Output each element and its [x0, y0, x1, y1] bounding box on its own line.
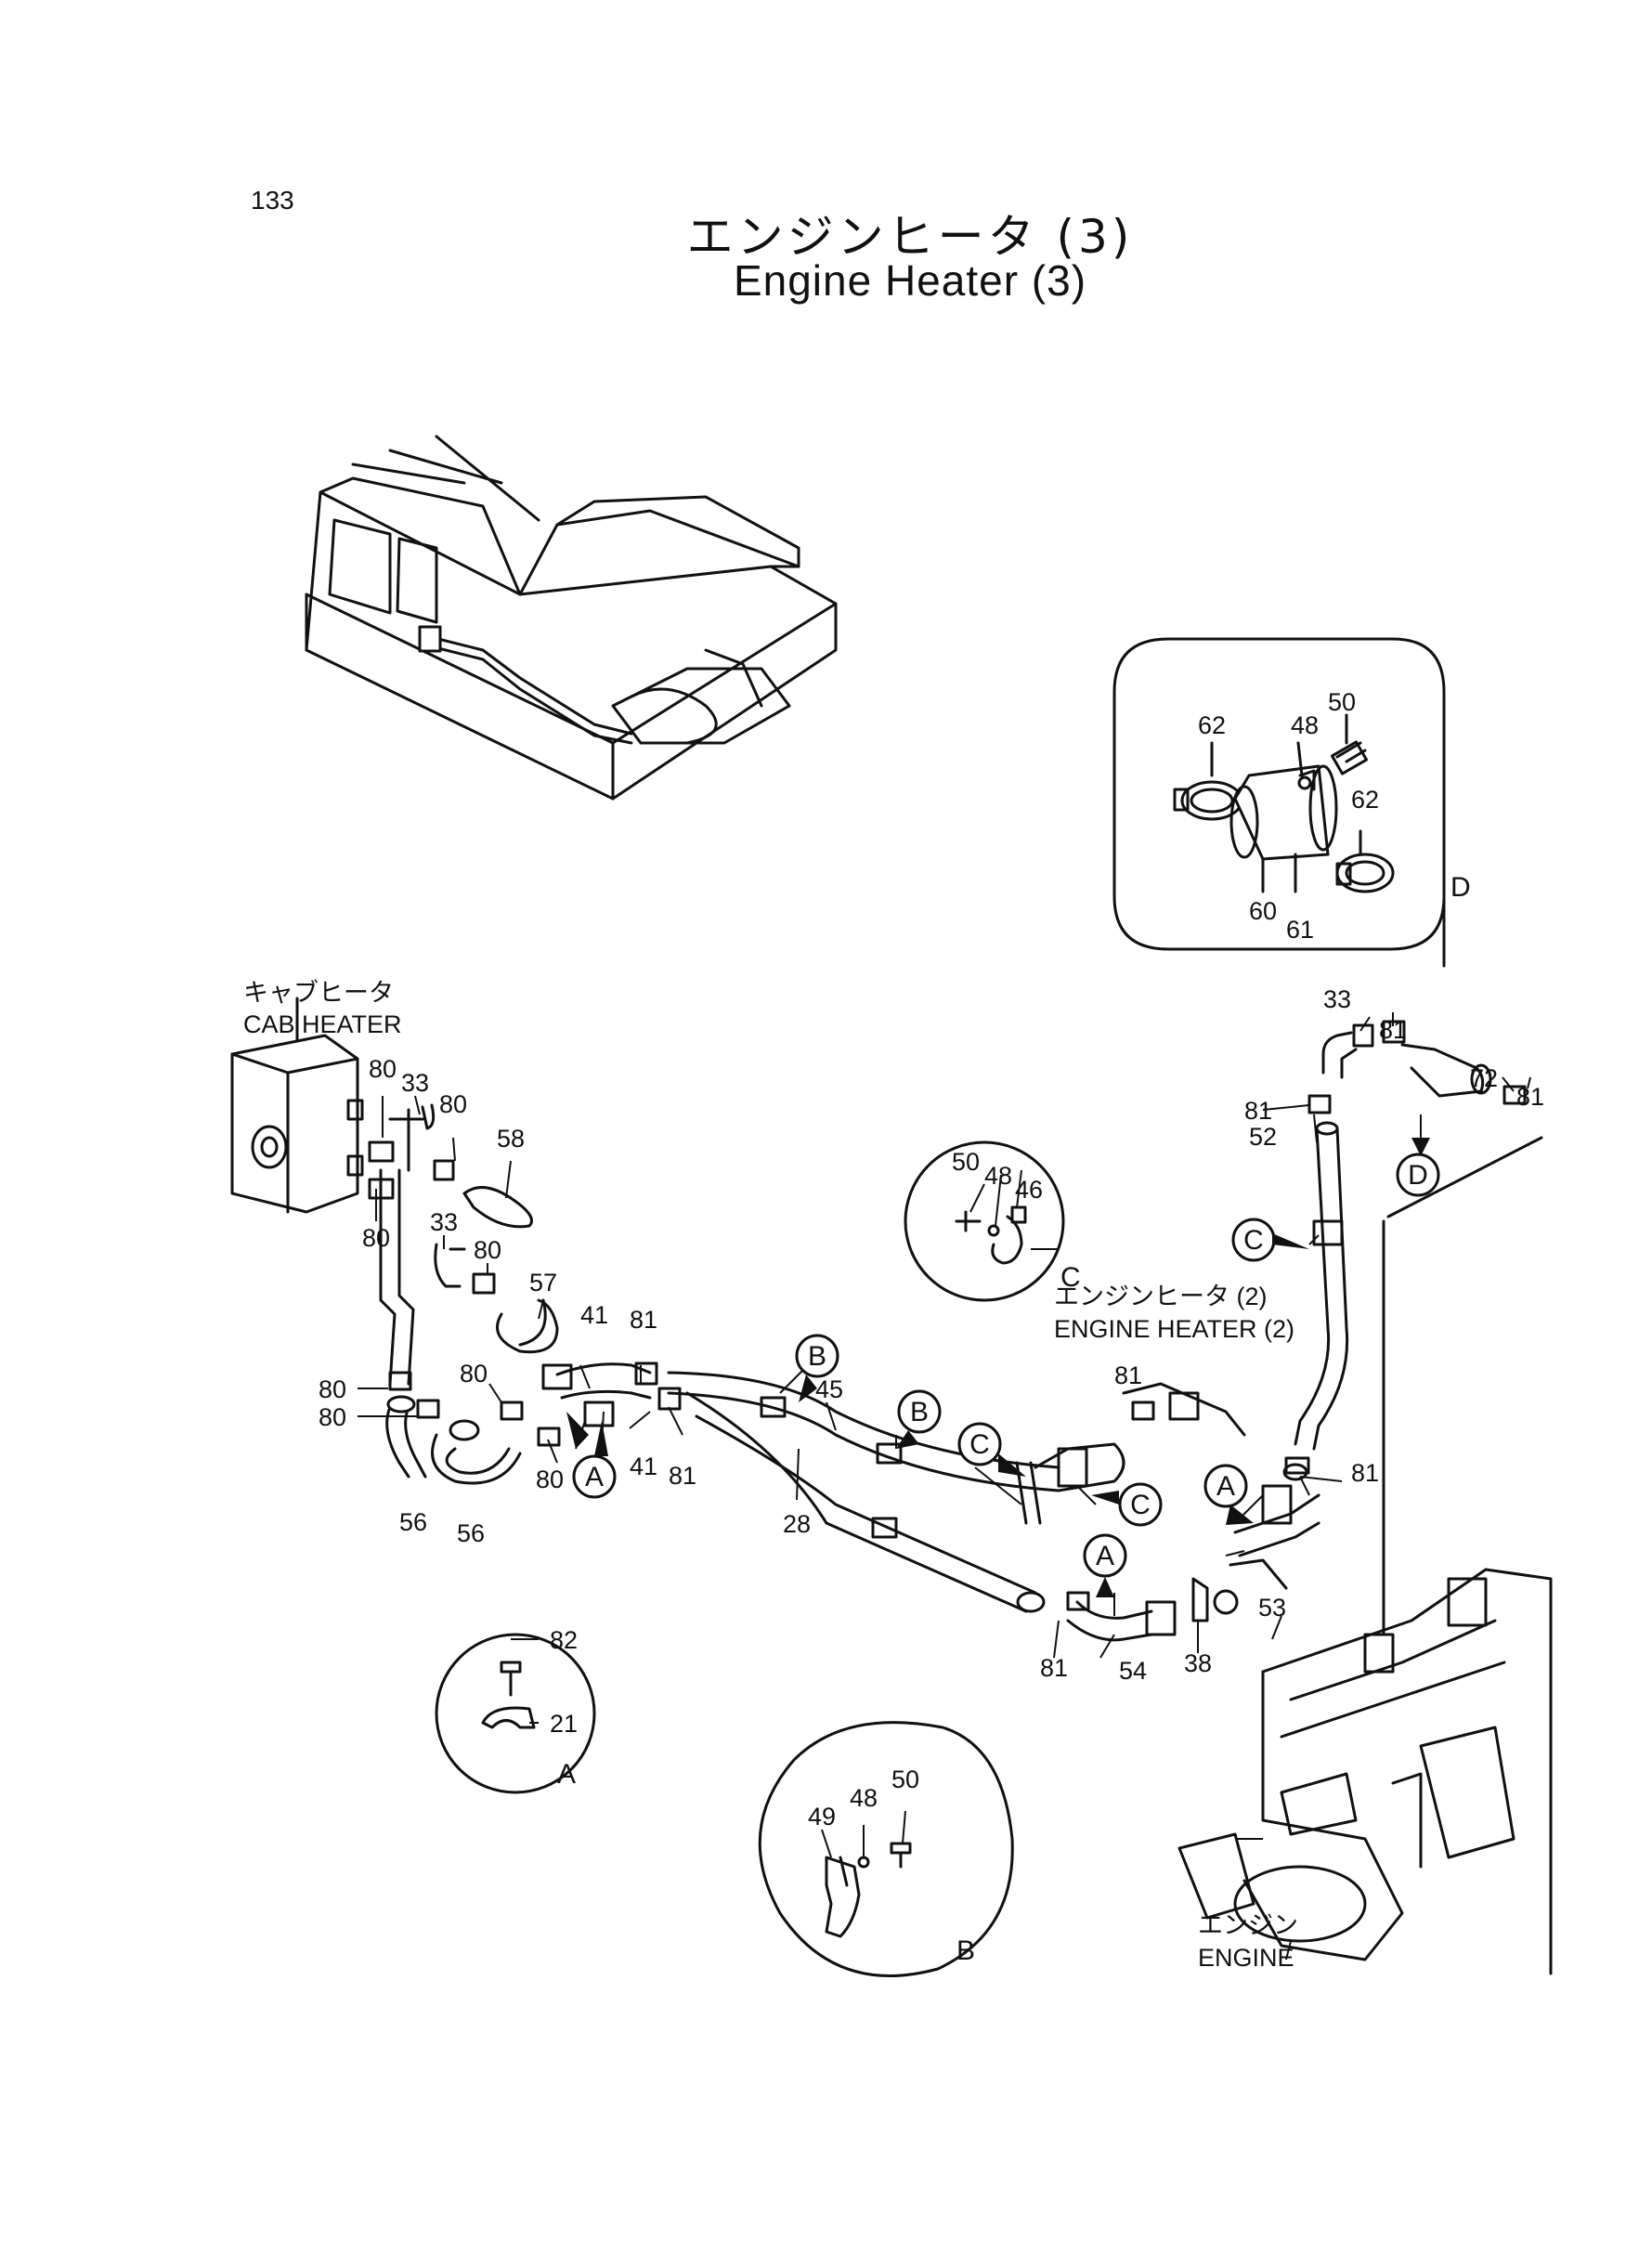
part-number: 38	[1184, 1649, 1212, 1677]
engine-illustration	[1177, 1568, 1553, 1975]
part-number: 80	[474, 1236, 501, 1264]
part-number: 48	[1291, 711, 1319, 739]
part-number: 33	[401, 1069, 429, 1097]
engine-heater2-label-jp: エンジンヒータ (2)	[1054, 1283, 1268, 1310]
part-number: 80	[362, 1224, 390, 1252]
part-number: 80	[460, 1360, 488, 1388]
part-number: 81	[1040, 1654, 1068, 1682]
callout-d	[1396, 1153, 1440, 1197]
callout-b-right	[897, 1389, 942, 1434]
part-number: 53	[1258, 1594, 1286, 1622]
cab-heater-unit	[230, 997, 364, 1214]
part-number: 41	[630, 1453, 657, 1480]
excavator-overview-illustration	[305, 435, 838, 801]
part-number: 62	[1351, 786, 1379, 814]
detail-view-c	[904, 1140, 1065, 1302]
part-number: 50	[1328, 688, 1356, 716]
callout-label: C	[1243, 1225, 1264, 1256]
part-number: 82	[550, 1626, 578, 1654]
detail-letter-c: C	[1060, 1262, 1081, 1293]
callout-label: C	[1130, 1490, 1151, 1520]
part-number: 80	[319, 1403, 346, 1431]
page-title-japanese: エンジンヒータ (3)	[686, 210, 1134, 264]
part-number: 28	[783, 1510, 811, 1538]
part-number: 57	[529, 1269, 557, 1296]
callout-label: B	[910, 1397, 929, 1427]
part-number: 56	[457, 1519, 485, 1547]
part-number: 49	[808, 1803, 836, 1831]
part-number: 80	[439, 1090, 467, 1118]
part-number: 45	[815, 1375, 843, 1403]
cab-heater-label-en: CAB HEATER	[243, 1010, 402, 1038]
part-number: 72	[1470, 1064, 1498, 1092]
hose-assembly-right	[1294, 1020, 1543, 1636]
detail-view-d	[1112, 637, 1446, 968]
engine-label-en: ENGINE	[1198, 1944, 1294, 1972]
part-number: 80	[369, 1055, 397, 1083]
cab-heater-label-jp: キャブヒータ	[243, 979, 394, 1007]
part-number: 81	[1351, 1459, 1379, 1487]
part-number: 41	[580, 1301, 608, 1329]
engine-label-jp: エンジン	[1198, 1911, 1298, 1939]
engine-heater2-label-en: ENGINE HEATER (2)	[1054, 1315, 1294, 1343]
part-number: 80	[319, 1375, 346, 1403]
part-number: 48	[850, 1784, 878, 1812]
part-number: 21	[550, 1710, 578, 1738]
callout-label: C	[969, 1429, 990, 1460]
page-title-english: Engine Heater (3)	[733, 256, 1087, 305]
callout-b-left	[795, 1334, 839, 1378]
part-number: 52	[1249, 1123, 1277, 1151]
part-number: 80	[536, 1466, 564, 1493]
callout-label: B	[808, 1341, 826, 1372]
callout-label: A	[1096, 1541, 1114, 1571]
part-number: 62	[1198, 711, 1226, 739]
callout-c-right	[1118, 1482, 1163, 1527]
part-number: 48	[984, 1162, 1012, 1190]
part-number: 81	[1114, 1362, 1142, 1389]
part-number: 58	[497, 1125, 525, 1153]
leader-lines	[358, 1012, 1531, 1961]
detail-view-a	[435, 1633, 596, 1794]
part-number: 81	[630, 1306, 657, 1334]
part-number: 56	[399, 1508, 427, 1536]
detail-letter-d: D	[1450, 872, 1471, 903]
hose-assembly-left	[368, 1103, 561, 1485]
callout-a-right	[1203, 1464, 1248, 1508]
detail-letter-b: B	[956, 1935, 975, 1966]
part-number: 50	[952, 1148, 980, 1176]
callout-a-mid	[1083, 1533, 1127, 1578]
part-number: 81	[1516, 1083, 1544, 1111]
part-number: 81	[1244, 1097, 1272, 1125]
part-number: 50	[891, 1765, 919, 1793]
callout-label: A	[585, 1462, 604, 1492]
part-number: 46	[1015, 1176, 1043, 1204]
callout-c-left	[957, 1422, 1002, 1466]
part-number: 81	[1379, 1016, 1407, 1044]
part-number: 33	[1323, 985, 1351, 1013]
part-number: 54	[1119, 1657, 1147, 1685]
detail-letter-a: A	[557, 1759, 576, 1790]
page-number: 133	[251, 186, 294, 215]
part-number: 61	[1286, 916, 1314, 944]
callout-label: D	[1408, 1160, 1428, 1191]
part-number: 60	[1249, 897, 1277, 925]
callout-label: A	[1216, 1471, 1235, 1502]
part-number: 81	[669, 1462, 696, 1490]
detail-view-b	[758, 1721, 1014, 1977]
part-number: 33	[430, 1208, 458, 1236]
